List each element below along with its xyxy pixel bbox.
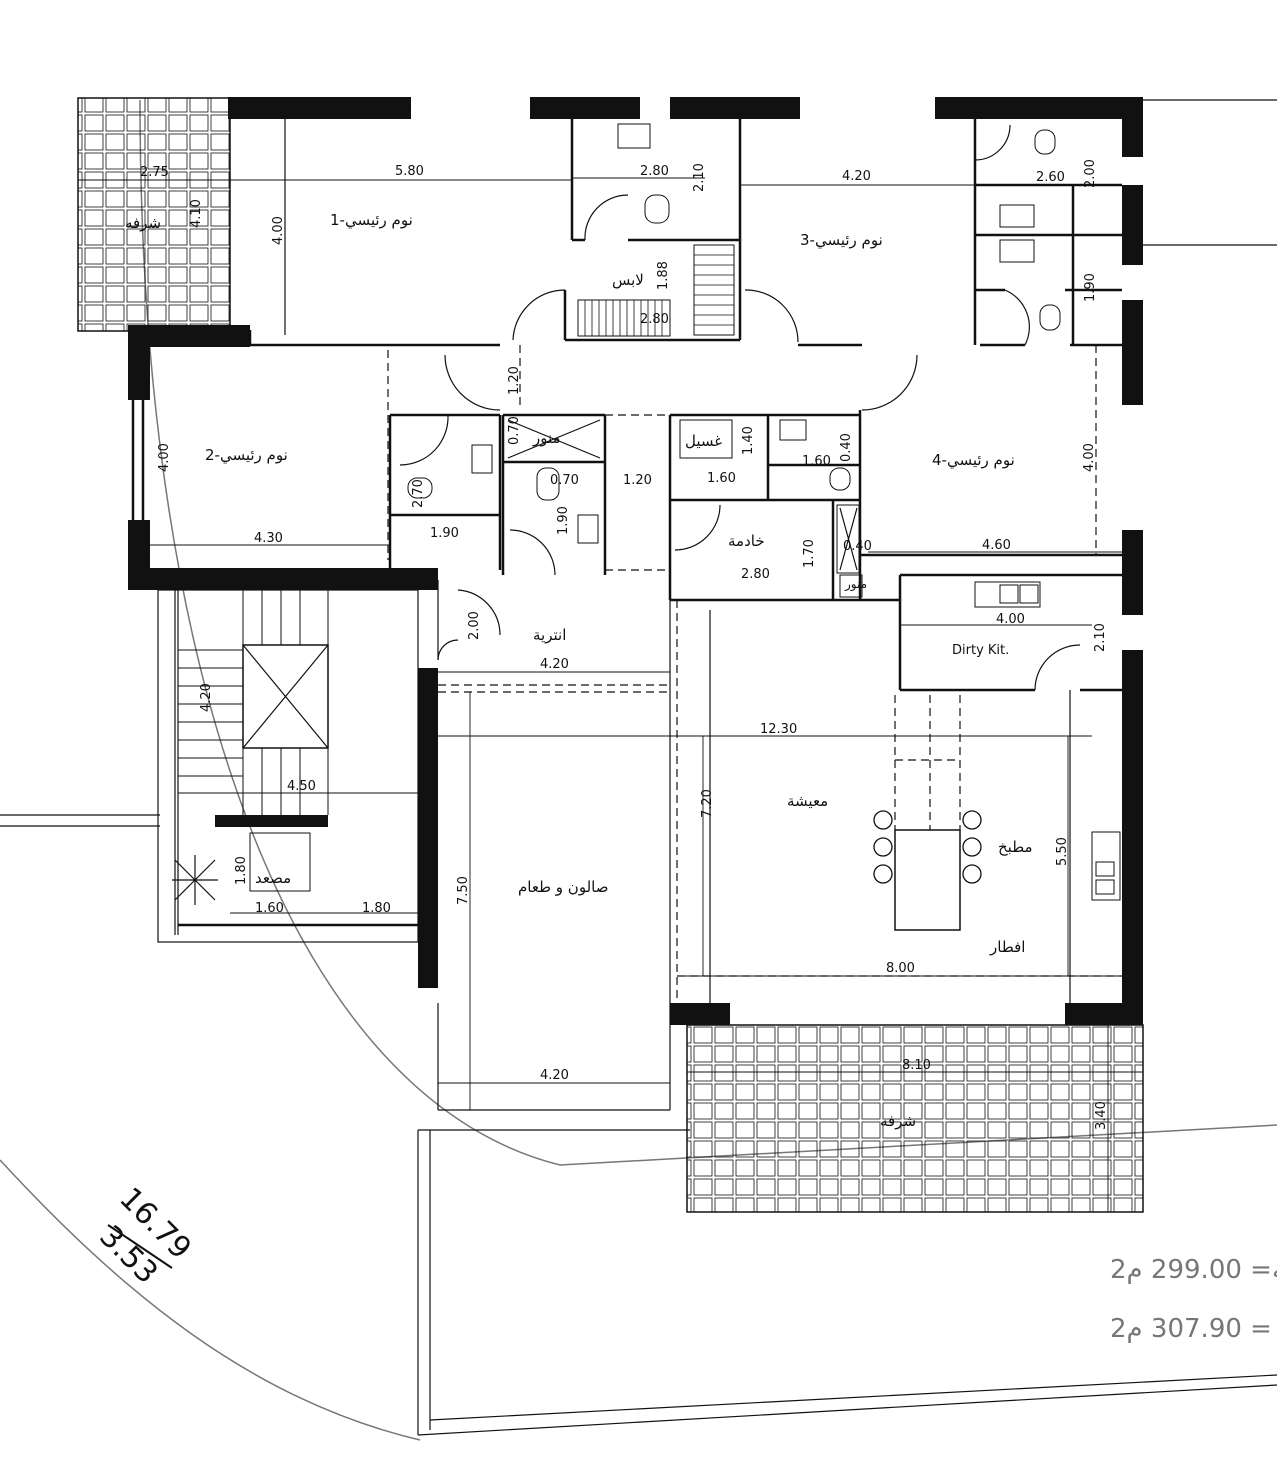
dim-label: 4.00 — [271, 216, 286, 245]
dim-label: 0.40 — [843, 539, 872, 554]
dim-label: 4.00 — [1082, 443, 1097, 472]
dim-label: 8.10 — [902, 1058, 931, 1073]
room-label-dirty-kitchen: Dirty Kit. — [952, 643, 1009, 658]
outer-walls — [128, 97, 1143, 1025]
dim-label: 8.00 — [886, 961, 915, 976]
dim-label: 1.60 — [802, 454, 831, 469]
dim-label: 4.60 — [982, 538, 1011, 553]
room-label-master-3: نوم رئيسي-3 — [800, 231, 883, 250]
dim-label: 2.75 — [140, 165, 169, 180]
dim-label: 0.40 — [839, 433, 854, 462]
balcony-top-area — [77, 97, 231, 332]
dim-label: 7.50 — [456, 876, 471, 905]
dim-label: 4.20 — [199, 683, 214, 712]
area-notes: مساحة الشقه مع الشرفه= 299.00 م2 المساحة… — [1110, 1255, 1277, 1344]
dim-label: 4.00 — [996, 612, 1025, 627]
dim-label: 5.50 — [1055, 837, 1070, 866]
lot-dimension: 16.79 3.53 — [92, 1181, 197, 1291]
dim-label: 2.70 — [411, 479, 426, 508]
room-label-salon: صالون و طعام — [518, 878, 608, 896]
room-label-shaft-1: منور — [532, 429, 561, 447]
dim-label: 1.80 — [234, 856, 249, 885]
room-label-closet: لابس — [612, 271, 644, 289]
dim-label: 1.60 — [707, 471, 736, 486]
room-label-kitchen: مطبخ — [998, 838, 1033, 856]
dim-label: 2.60 — [1036, 170, 1065, 185]
dim-label: 1.90 — [556, 506, 571, 535]
dim-label: 4.30 — [254, 531, 283, 546]
dimension-lines — [78, 177, 1143, 1212]
dim-label: 7.20 — [700, 789, 715, 818]
dim-label: 2.10 — [692, 163, 707, 192]
dim-label: 1.60 — [255, 901, 284, 916]
dim-label: 4.20 — [540, 1068, 569, 1083]
upper-walls — [248, 119, 1122, 411]
dim-label: 2.80 — [640, 164, 669, 179]
stair-core — [157, 580, 671, 1111]
dim-label: 1.88 — [656, 261, 671, 290]
room-label-breakfast: افطار — [989, 938, 1025, 956]
dimension-labels: 2.75 4.10 5.80 4.00 2.80 2.10 4.20 2.60 … — [140, 159, 1109, 1130]
room-label-balcony-bottom: شرفه — [880, 1112, 916, 1130]
dim-label: 1.40 — [741, 426, 756, 455]
room-label-antre: انترية — [533, 626, 566, 644]
dim-label: 1.90 — [430, 526, 459, 541]
dim-label: 3.40 — [1094, 1101, 1109, 1130]
flat-area-note: مساحة الشقه مع الشرفه= 299.00 م2 — [1110, 1255, 1277, 1285]
room-label-master-1: نوم رئيسي-1 — [330, 211, 413, 230]
dim-label: 1.90 — [1083, 273, 1098, 302]
room-label-laundry: غسيل — [685, 432, 722, 450]
room-label-shaft-2: منور — [844, 577, 867, 592]
dim-label: 2.00 — [467, 611, 482, 640]
dim-label: 5.80 — [395, 164, 424, 179]
dim-label: 0.70 — [550, 473, 579, 488]
room-labels: شرفه نوم رئيسي-1 نوم رئيسي-2 نوم رئيسي-3… — [125, 211, 1033, 1130]
dim-label: 2.00 — [1083, 159, 1098, 188]
room-label-balcony-top: شرفه — [125, 214, 161, 232]
dim-label: 1.80 — [362, 901, 391, 916]
dim-label: 2.80 — [741, 567, 770, 582]
room-label-living: معيشة — [787, 792, 828, 810]
dim-label: 4.50 — [287, 779, 316, 794]
dim-label: 2.80 — [640, 312, 669, 327]
room-label-maid: خادمة — [728, 532, 765, 550]
balcony-bottom-area — [686, 1024, 1144, 1213]
dim-label: 1.20 — [507, 366, 522, 395]
dim-label: 1.20 — [623, 473, 652, 488]
total-area-note: المساحة الكليه مع الدرج = 307.90 م2 — [1110, 1314, 1277, 1344]
dim-label: 4.10 — [189, 199, 204, 228]
dim-label: 12.30 — [760, 722, 797, 737]
dim-label: 4.20 — [540, 657, 569, 672]
room-label-elevator: مصعد — [255, 869, 291, 887]
dim-label: 4.20 — [842, 169, 871, 184]
room-label-master-2: نوم رئيسي-2 — [205, 446, 288, 465]
dim-label: 2.10 — [1093, 623, 1108, 652]
middle-walls — [247, 330, 900, 602]
dim-label: 0.70 — [507, 416, 522, 445]
site-lines — [0, 99, 1277, 1441]
room-label-master-4: نوم رئيسي-4 — [932, 451, 1015, 470]
dim-label: 4.00 — [157, 443, 172, 472]
dim-label: 1.70 — [802, 539, 817, 568]
